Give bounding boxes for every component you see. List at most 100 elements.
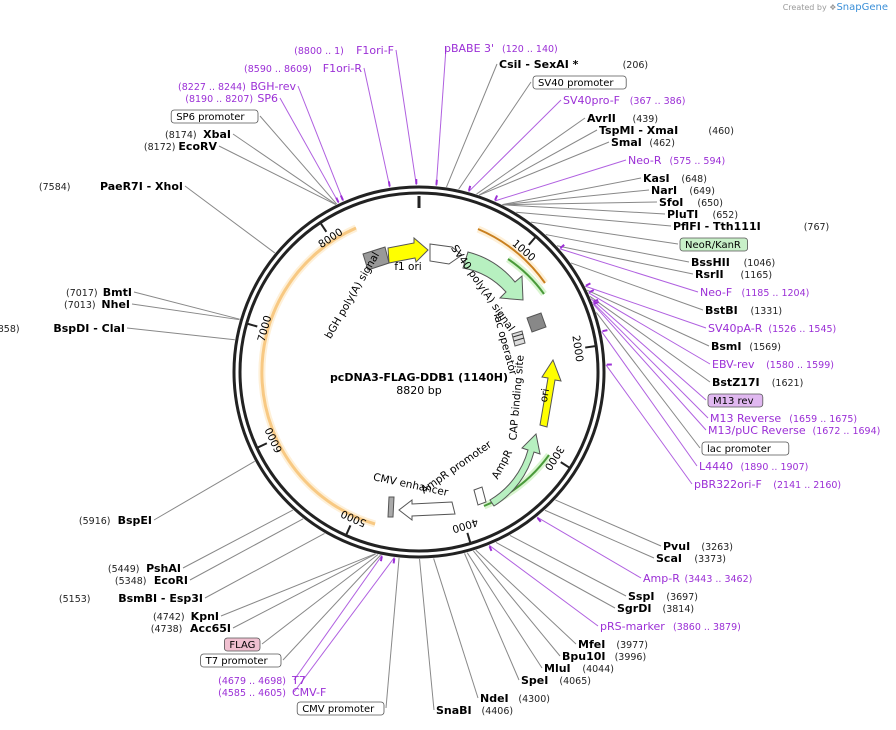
label-snabi[interactable]: SnaBI(4406)	[436, 704, 513, 717]
label-box	[679, 237, 748, 252]
label-neo-f[interactable]: Neo-F(1185 .. 1204)	[700, 286, 809, 299]
label-pluti[interactable]: PluTI(652)	[667, 208, 738, 221]
label-text: Amp-R	[643, 572, 680, 585]
label-neo-r[interactable]: Neo-R(575 .. 594)	[628, 154, 725, 167]
label-f1ori-f[interactable]: F1ori-F(8800 .. 1)	[294, 44, 394, 57]
feature-ori[interactable]	[539, 358, 562, 428]
label-xbai[interactable]: XbaI(8174)	[165, 128, 231, 141]
label-sp6-promoter[interactable]: SP6 promoter	[170, 109, 259, 124]
label-bspei[interactable]: BspEI(5916)	[79, 514, 152, 527]
label-cmv-promoter[interactable]: CMV promoter	[296, 701, 385, 716]
label-bspdi-clai[interactable]: BspDI - ClaI(6858)	[0, 322, 125, 335]
label-pflfi-tth111i[interactable]: PflFI - Tth111I(767)	[673, 220, 829, 233]
label-sspi[interactable]: SspI(3697)	[628, 590, 698, 603]
label-text: CMV-F	[292, 686, 326, 699]
label-sp6[interactable]: SP6(8190 .. 8207)	[185, 92, 278, 105]
feature-ampr[interactable]	[489, 432, 541, 507]
label-coord: (4065)	[559, 676, 591, 687]
label-text: CsiI - SexAI *	[499, 58, 579, 71]
label-bstbi[interactable]: BstBI(1331)	[705, 304, 782, 317]
feature-bgh-polya[interactable]	[362, 246, 390, 271]
feature-lac-operator[interactable]	[526, 312, 547, 333]
feature-cap-binding[interactable]	[511, 330, 526, 347]
leader-line	[282, 554, 382, 661]
label-t7-promoter[interactable]: T7 promoter	[200, 653, 282, 668]
label-coord: (575 .. 594)	[670, 156, 726, 167]
leader-line	[468, 99, 562, 193]
label-paer7i-xhoi[interactable]: PaeR7I - XhoI(7584)	[39, 180, 183, 193]
label-ecori[interactable]: EcoRI(5348)	[115, 574, 188, 587]
leader-lines	[126, 47, 711, 711]
leader-line	[502, 189, 650, 206]
feature-ampr-promoter[interactable]	[473, 486, 487, 506]
label-sv40pa-r[interactable]: SV40pA-R(1526 .. 1545)	[708, 322, 836, 335]
label-pbabe-3-[interactable]: pBABE 3'(120 .. 140)	[444, 42, 558, 55]
label-bsmbi-esp3i[interactable]: BsmBI - Esp3I(5153)	[59, 592, 203, 605]
label-text: SV40pA-R	[708, 322, 763, 335]
label-acc65i[interactable]: Acc65I(4738)	[151, 622, 231, 635]
feature-flag-t7[interactable]	[387, 496, 395, 518]
label-pshai[interactable]: PshAI(5449)	[108, 562, 181, 575]
label-bmti[interactable]: BmtI(7017)	[66, 286, 132, 299]
label-bsshii[interactable]: BssHII(1046)	[691, 256, 775, 269]
label-nari[interactable]: NarI(649)	[651, 184, 715, 197]
label-sgrdi[interactable]: SgrDI(3814)	[617, 602, 694, 615]
label-bgh-rev[interactable]: BGH-rev(8227 .. 8244)	[178, 80, 296, 93]
label-tspmi-xmai[interactable]: TspMI - XmaI(460)	[599, 124, 734, 137]
label-pbr322ori-f[interactable]: pBR322ori-F(2141 .. 2160)	[694, 478, 841, 491]
label-text: BspEI	[118, 514, 152, 527]
label-bstz17i[interactable]: BstZ17I(1621)	[712, 376, 803, 389]
label-mlui[interactable]: MluI(4044)	[544, 662, 614, 675]
label-flag[interactable]: FLAG	[223, 637, 261, 652]
feature-sv40-polya[interactable]	[462, 251, 524, 301]
label-sfoi[interactable]: SfoI(650)	[659, 196, 723, 209]
label-prs-marker[interactable]: pRS-marker(3860 .. 3879)	[600, 620, 741, 633]
label-coord: (8227 .. 8244)	[178, 82, 246, 93]
plasmid-name: pcDNA3-FLAG-DDB1 (1140H)	[330, 371, 508, 384]
label-spei[interactable]: SpeI(4065)	[521, 674, 591, 687]
label-ebv-rev[interactable]: EBV-rev(1580 .. 1599)	[712, 358, 834, 371]
leader-line	[509, 534, 627, 597]
label-csii-sexai-[interactable]: CsiI - SexAI *(206)	[499, 58, 648, 71]
feature-cmv-enhancer[interactable]	[398, 498, 456, 522]
label-pvui[interactable]: PvuI(3263)	[663, 540, 733, 553]
leader-line	[204, 532, 325, 599]
label-smai[interactable]: SmaI(462)	[611, 136, 675, 149]
label-kasi[interactable]: KasI(648)	[643, 172, 707, 185]
label-bsmi[interactable]: BsmI(1569)	[711, 340, 781, 353]
label-nhei[interactable]: NheI(7013)	[64, 298, 130, 311]
label-m13-puc-reverse[interactable]: M13/pUC Reverse(1672 .. 1694)	[708, 424, 880, 437]
label-amp-r[interactable]: Amp-R(3443 .. 3462)	[643, 572, 752, 585]
leader-line	[435, 47, 447, 186]
label-coord: (1185 .. 1204)	[742, 288, 810, 299]
label-ndei[interactable]: NdeI(4300)	[480, 692, 550, 705]
label-kpni[interactable]: KpnI(4742)	[153, 610, 219, 623]
label-coord: (4738)	[151, 624, 183, 635]
label-m13-reverse[interactable]: M13 Reverse(1659 .. 1675)	[710, 412, 857, 425]
label-t7[interactable]: T7(4679 .. 4698)	[218, 674, 306, 687]
feature-sv40-promoter[interactable]	[429, 243, 463, 265]
leader-line	[293, 555, 383, 681]
label-l4440[interactable]: L4440(1890 .. 1907)	[699, 460, 808, 473]
label-bpu10i[interactable]: Bpu10I(3996)	[562, 650, 646, 663]
label-sv40pro-f[interactable]: SV40pro-F(367 .. 386)	[563, 94, 685, 107]
label-mfei[interactable]: MfeI(3977)	[578, 638, 648, 651]
label-coord: (1890 .. 1907)	[741, 462, 809, 473]
label-lac-promoter[interactable]: lac promoter	[701, 441, 790, 456]
label-avrii[interactable]: AvrII(439)	[587, 112, 658, 125]
leader-line	[592, 301, 709, 419]
leader-line	[464, 553, 520, 681]
label-rsrii[interactable]: RsrII(1165)	[695, 268, 772, 281]
label-m13-rev[interactable]: M13 rev	[707, 393, 764, 408]
label-ecorv[interactable]: EcoRV(8172)	[144, 140, 218, 153]
label-neor-kanr[interactable]: NeoR/KanR	[679, 237, 748, 252]
ruler-tick-8000	[319, 222, 328, 233]
label-scai[interactable]: ScaI(3373)	[656, 552, 726, 565]
label-sv40-promoter[interactable]: SV40 promoter	[532, 75, 627, 90]
leader-line	[446, 63, 498, 188]
feature-f1-ori[interactable]	[387, 236, 429, 264]
ruler-label-5000: 5000	[339, 507, 368, 529]
label-cmv-f[interactable]: CMV-F(4585 .. 4605)	[218, 686, 326, 699]
label-text: Bpu10I	[562, 650, 606, 663]
label-f1ori-r[interactable]: F1ori-R(8590 .. 8609)	[244, 62, 362, 75]
